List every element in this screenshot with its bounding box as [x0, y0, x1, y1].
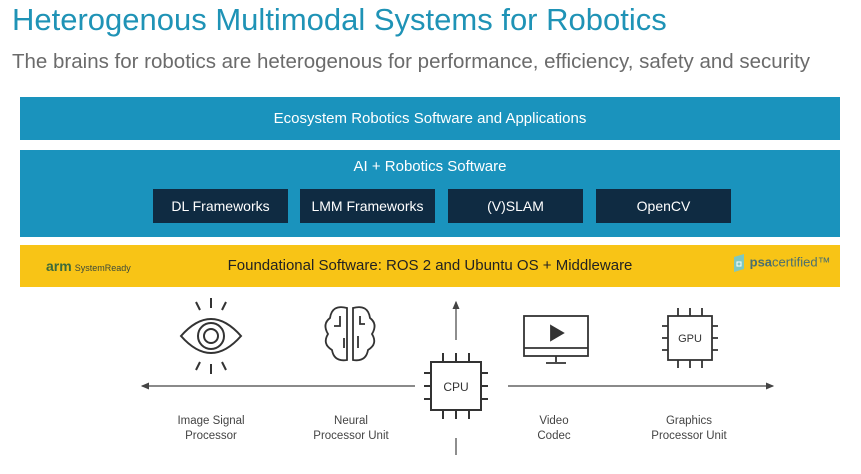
certified-text: certified™	[772, 254, 831, 270]
video-line1: Video	[539, 415, 569, 427]
vslam-box: (V)SLAM	[448, 189, 583, 223]
foundational-layer: Foundational Software: ROS 2 and Ubuntu …	[20, 245, 840, 287]
psa-text: psa	[749, 254, 773, 270]
gpu-chip-icon	[662, 308, 718, 368]
cpu-label: CPU	[443, 380, 468, 394]
graphics-line2: Processor Unit	[651, 430, 727, 442]
lmm-frameworks-box: LMM Frameworks	[300, 189, 435, 223]
brain-icon	[324, 306, 376, 362]
page-subtitle: The brains for robotics are heterogenous…	[12, 50, 811, 73]
gpu-label: GPU	[678, 333, 702, 345]
monitor-play-icon	[523, 315, 589, 364]
foundational-label: Foundational Software: ROS 2 and Ubuntu …	[227, 257, 633, 274]
eye-icon	[179, 298, 243, 374]
video-line2: Codec	[537, 430, 571, 442]
isp-line1: Image Signal	[177, 415, 245, 427]
npu-line2: Processor Unit	[313, 430, 389, 442]
processor-diagram: GPU CPU	[140, 298, 775, 455]
opencv-box: OpenCV	[596, 189, 731, 223]
ecosystem-layer: Ecosystem Robotics Software and Applicat…	[20, 97, 840, 140]
dl-frameworks-box: DL Frameworks	[153, 189, 288, 223]
graphics-line1: Graphics	[665, 415, 713, 427]
shield-icon	[734, 254, 744, 272]
arm-logo-text: arm	[46, 258, 72, 274]
ai-layer-title: AI + Robotics Software	[353, 158, 507, 175]
page-title: Heterogenous Multimodal Systems for Robo…	[12, 2, 667, 37]
npu-line1: Neural	[334, 415, 368, 427]
isp-line2: Processor	[185, 430, 237, 442]
psa-certified-logo: psacertified™	[732, 253, 831, 273]
cpu-chip-icon	[424, 353, 488, 419]
systemready-text: SystemReady	[74, 263, 131, 273]
